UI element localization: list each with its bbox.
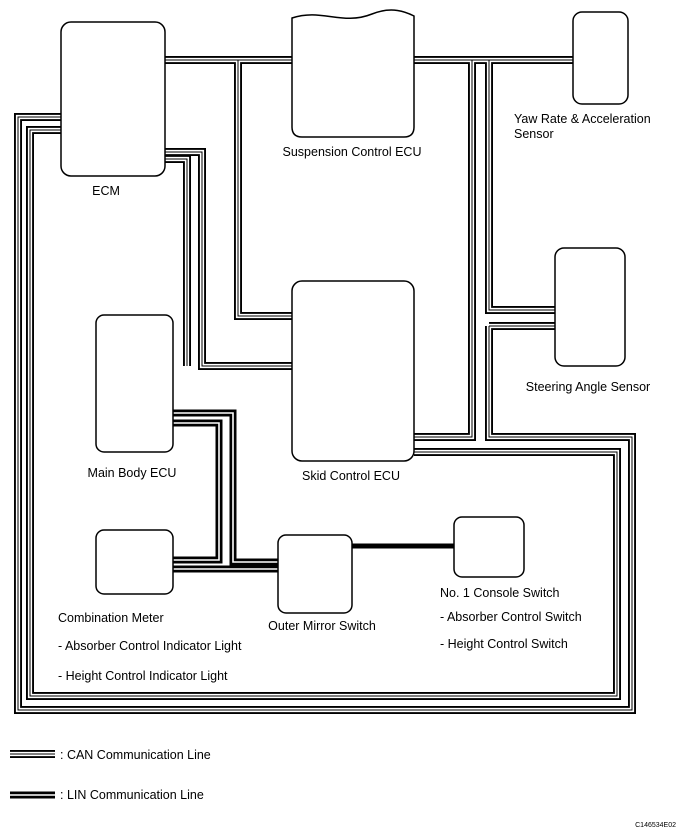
yaw-rate-sensor-label-line2: Sensor: [514, 127, 554, 141]
skid-control-ecu-box: Skid Control ECU: [291, 280, 415, 483]
main-body-ecu-box: Main Body ECU: [88, 314, 177, 480]
yaw-rate-sensor-box: Yaw Rate & Acceleration Sensor: [514, 11, 651, 141]
can-lines: [14, 56, 636, 714]
outer-mirror-switch-box: Outer Mirror Switch: [268, 534, 376, 633]
suspension-control-ecu-box: Suspension Control ECU: [283, 9, 422, 159]
combination-meter-item: - Absorber Control Indicator Light: [58, 639, 242, 653]
console-switch-item: - Height Control Switch: [440, 637, 568, 651]
steering-angle-sensor-box: Steering Angle Sensor: [526, 247, 650, 394]
legend-can-label: : CAN Communication Line: [60, 748, 211, 762]
outer-mirror-switch-label: Outer Mirror Switch: [268, 619, 376, 633]
console-switch-label: No. 1 Console Switch: [440, 586, 560, 600]
combination-meter-box: Combination Meter - Absorber Control Ind…: [58, 529, 242, 683]
combination-meter-label: Combination Meter: [58, 611, 164, 625]
skid-control-ecu-label: Skid Control ECU: [302, 469, 400, 483]
suspension-control-ecu-label: Suspension Control ECU: [283, 145, 422, 159]
yaw-rate-sensor-label-line1: Yaw Rate & Acceleration: [514, 112, 651, 126]
figure-id: C146534E02: [635, 822, 676, 829]
combination-meter-item: - Height Control Indicator Light: [58, 669, 228, 683]
ecm-box: ECM: [60, 21, 166, 198]
legend-lin-label: : LIN Communication Line: [60, 788, 204, 802]
console-switch-item: - Absorber Control Switch: [440, 610, 582, 624]
ecm-label: ECM: [92, 184, 120, 198]
console-switch-box: No. 1 Console Switch - Absorber Control …: [440, 516, 582, 651]
legend: : CAN Communication Line : LIN Communica…: [10, 748, 211, 802]
steering-angle-sensor-label: Steering Angle Sensor: [526, 380, 650, 394]
main-body-ecu-label: Main Body ECU: [88, 466, 177, 480]
